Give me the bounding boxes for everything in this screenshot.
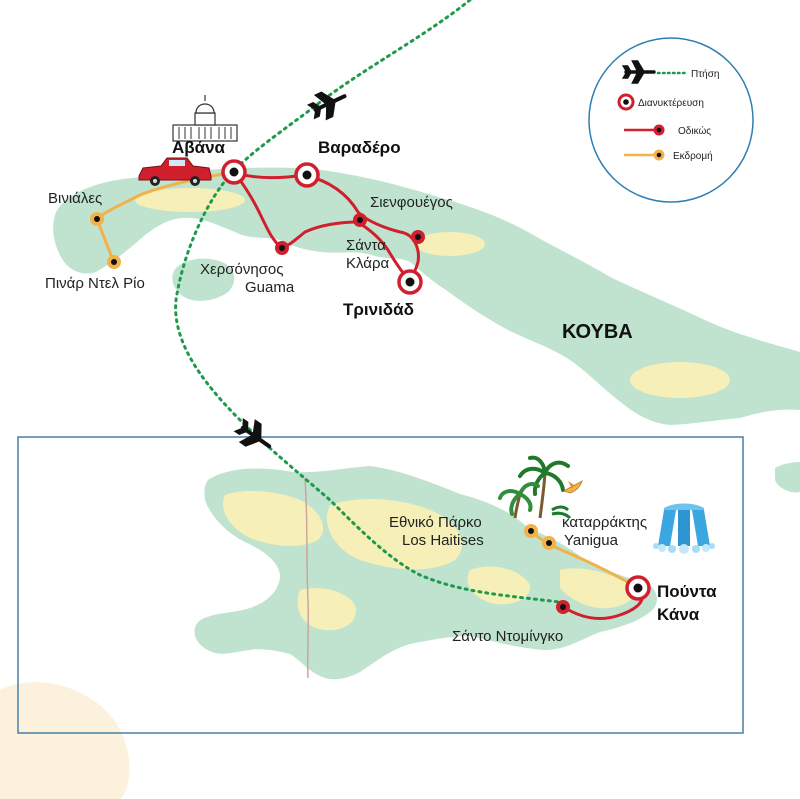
overnight-marker-varadero [294,162,320,188]
label-yanigua-line2: Yanigua [564,532,619,549]
label-santa-clara-line1: Σάντα [346,237,386,254]
hispaniola-highlight [326,498,462,570]
flight-route [174,0,562,604]
road-marker-cienfuegos [353,213,367,227]
label-punta-cana-line1: Πούντα [657,582,717,601]
label-guama-line2: Guama [245,279,295,296]
border-line [304,477,310,679]
label-havana: Αβάνα [172,138,226,157]
bird-icon [563,480,583,494]
legend: Πτήση Διανυκτέρευση Οδικώς Εκδρομή [588,37,754,203]
label-punta-cana-line2: Κάνα [657,605,700,624]
cuba-island [53,167,800,425]
label-vinales: Βινιάλες [48,190,102,207]
hispaniola-highlight [467,566,531,605]
hispaniola-inset-box [17,436,744,734]
hispaniola-highlight [297,588,356,631]
excursion-marker-yanigua [542,536,556,550]
sand-corner [0,682,130,799]
label-pinar: Πινάρ Ντελ Ρίο [45,275,145,292]
label-haitises-line1: Εθνικό Πάρκο [389,514,482,531]
road-marker-santo-domingo [556,600,570,614]
isla-juventud [172,258,235,301]
road-marker-santa-clara [411,230,425,244]
waterfall-icon [653,503,715,554]
overnight-marker-havana [221,159,247,185]
cuba-highlight [415,232,485,256]
legend-airplane-icon [621,60,656,84]
excursion-marker-pinar [107,255,121,269]
airplane-icon [306,91,347,121]
label-guama-line1: Χερσόνησος [200,261,284,278]
label-santa-clara-line2: Κλάρα [346,255,389,272]
legend-road-label: Οδικώς [678,125,711,137]
hispaniola-highlight [560,568,634,609]
cuba-highlight [135,188,245,212]
palm-trees-icon [498,455,572,520]
legend-overnight-label: Διανυκτέρευση [638,97,704,109]
overnight-marker-trinidad [397,269,423,295]
excursion-marker-vinales [90,212,104,226]
label-haitises-line2: Los Haitises [402,532,484,549]
label-country-cuba: ΚΟΥΒΑ [562,321,633,343]
airplane-icon [233,417,272,449]
hispaniola-highlight [222,490,324,546]
label-cienfuegos: Σιενφουέγος [370,194,453,211]
excursion-route-haitises [529,529,634,587]
road-marker-guama [275,241,289,255]
classic-car-icon [138,157,212,186]
legend-flight-label: Πτήση [691,68,719,80]
cuba-highlight [630,362,730,398]
overnight-marker-punta-cana [625,575,651,601]
label-santo-domingo: Σάντο Ντομίνγκο [452,628,563,645]
legend-excursion-label: Εκδρομή [673,150,713,162]
capitol-building-icon [172,95,238,142]
label-yanigua-line1: καταρράκτης [562,514,647,531]
label-trinidad: Τρινιδάδ [343,300,414,319]
excursion-marker-haitises [524,524,538,538]
label-varadero: Βαραδέρο [318,138,401,157]
small-island [775,462,800,493]
